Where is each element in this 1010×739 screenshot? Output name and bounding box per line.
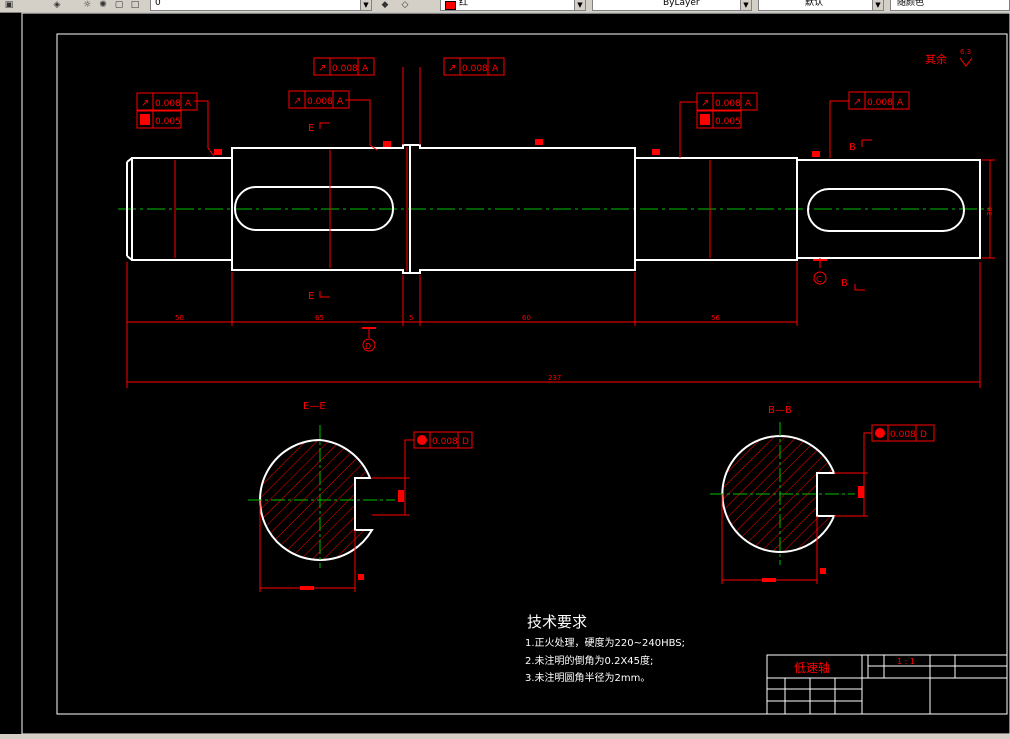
lightbulb-icon[interactable]: ☼ bbox=[82, 0, 92, 10]
tol-datum: A bbox=[337, 97, 344, 107]
tol-symbol: ↗ bbox=[701, 98, 709, 109]
section-e-view: 0.008 D bbox=[248, 425, 473, 592]
status-bar bbox=[0, 734, 1010, 739]
make-current-layer-icon[interactable]: ◆ bbox=[381, 0, 389, 10]
shaft-outline bbox=[126, 144, 981, 274]
roughness-symbol-icon bbox=[959, 57, 973, 67]
linetype-select[interactable]: ByLayer ▼ bbox=[592, 0, 752, 11]
section-b-view: 0.008 D bbox=[710, 422, 935, 584]
chevron-down-icon: ▼ bbox=[360, 0, 371, 10]
tech-item-1: 1.正火处理，硬度为220~240HBS; bbox=[525, 636, 685, 649]
datum-d-label: D bbox=[365, 342, 371, 351]
datum-c-circle bbox=[813, 271, 827, 285]
dim-65: 65 bbox=[315, 314, 324, 322]
red-swatch-icon bbox=[445, 1, 456, 10]
color-value: 红 bbox=[459, 0, 469, 8]
dimension-texts: 50 65 5 60 56 237 30 bbox=[175, 207, 994, 382]
tol-datum: A bbox=[185, 99, 192, 109]
tol-value: 0.008 bbox=[307, 97, 333, 107]
inner-frame bbox=[56, 33, 1008, 715]
cyl-tol-value: 0.005 bbox=[715, 117, 741, 127]
section-mark-b-top: B bbox=[849, 142, 856, 153]
sun-icon[interactable]: ✺ bbox=[99, 0, 107, 10]
dim-60: 60 bbox=[522, 314, 531, 322]
datum-c-label: C bbox=[816, 275, 822, 284]
roughness-marks bbox=[214, 139, 820, 157]
layer-select[interactable]: 0 ▼ bbox=[150, 0, 372, 11]
tol-datum: A bbox=[362, 64, 369, 74]
tol-symbol: ↗ bbox=[853, 97, 861, 108]
tol-value: 0.008 bbox=[867, 98, 893, 108]
section-e-tol-datum: D bbox=[462, 437, 469, 447]
scale-value: 1 : 1 bbox=[897, 657, 915, 666]
part-name: 低速轴 bbox=[794, 660, 830, 675]
dim-50: 50 bbox=[175, 314, 184, 322]
dim-56: 56 bbox=[711, 314, 720, 322]
cyl-tol-value: 0.005 bbox=[155, 117, 181, 127]
layer-value: 0 bbox=[155, 0, 161, 8]
tol-value: 0.008 bbox=[155, 99, 181, 109]
tol-symbol: ↗ bbox=[293, 96, 301, 107]
tol-datum: A bbox=[897, 98, 904, 108]
tol-frame-4: ↗ 0.008 A bbox=[443, 57, 505, 76]
tol-frame-5: ↗ 0.008 A 0.005 bbox=[696, 92, 758, 129]
section-b-tol-value: 0.008 bbox=[890, 430, 916, 440]
chevron-down-icon: ▼ bbox=[740, 0, 751, 10]
section-b-title: B—B bbox=[768, 405, 792, 416]
datum-d-circle bbox=[362, 338, 376, 352]
lineweight-value: 默认 bbox=[805, 0, 824, 8]
tol-value: 0.008 bbox=[715, 99, 741, 109]
lineweight-select[interactable]: 默认 ▼ bbox=[758, 0, 884, 11]
linetype-value: ByLayer bbox=[663, 0, 700, 8]
tol-frame-2: ↗ 0.008 A bbox=[288, 90, 350, 109]
section-e-tol-value: 0.008 bbox=[432, 437, 458, 447]
tol-value: 0.008 bbox=[332, 64, 358, 74]
chevron-down-icon: ▼ bbox=[872, 0, 883, 10]
tol-frame-1: ↗ 0.008 A 0.005 bbox=[136, 92, 198, 129]
section-mark-b-bottom: B bbox=[841, 278, 848, 289]
tol-datum: A bbox=[492, 64, 499, 74]
lock-icon[interactable]: ▢ bbox=[114, 0, 124, 10]
section-b-tol-datum: D bbox=[920, 430, 927, 440]
plotstyle-value: 随颜色 bbox=[897, 0, 925, 8]
tol-frame-6: ↗ 0.008 A bbox=[848, 91, 910, 110]
section-e-title: E—E bbox=[303, 401, 326, 412]
section-arrows bbox=[319, 122, 872, 298]
dimension-lines bbox=[126, 67, 995, 388]
tol-symbol: ↗ bbox=[318, 63, 326, 74]
color-swatch-icon: □ bbox=[130, 0, 140, 10]
section-mark-e-top: E bbox=[308, 123, 314, 134]
tol-symbol: ↗ bbox=[141, 98, 149, 109]
dim-right: 30 bbox=[986, 207, 994, 216]
layer-previous-icon[interactable]: ◇ bbox=[401, 0, 409, 10]
left-edge bbox=[0, 13, 22, 739]
section-markers: E E B B bbox=[308, 123, 856, 302]
tech-item-2: 2.未注明的倒角为0.2X45度; bbox=[525, 654, 653, 667]
tol-value: 0.008 bbox=[462, 64, 488, 74]
tolerance-frames: ↗ 0.008 A 0.005 ↗ 0.008 A ↗ 0.008 A bbox=[136, 57, 910, 129]
dim-5: 5 bbox=[409, 314, 413, 322]
tech-title: 技术要求 bbox=[527, 613, 587, 631]
tol-datum: A bbox=[745, 99, 752, 109]
chevron-down-icon: ▼ bbox=[574, 0, 585, 10]
tech-item-3: 3.未注明圆角半径为2mm。 bbox=[525, 671, 650, 684]
tol-frame-3: ↗ 0.008 A bbox=[313, 57, 375, 76]
tol-symbol: ↗ bbox=[448, 63, 456, 74]
surface-value: 6.3 bbox=[960, 48, 971, 56]
title-block bbox=[766, 654, 1008, 715]
toolbar: ▣ ◈ ☼ ✺ ▢ □ 0 ▼ ◆ ◇ 红 ▼ ByLayer ▼ 默认 ▼ 随… bbox=[0, 0, 1010, 13]
dim-total: 237 bbox=[548, 374, 561, 382]
save-icon[interactable]: ▣ bbox=[4, 0, 14, 10]
surface-note: 其余 bbox=[925, 52, 947, 66]
layer-manager-icon[interactable]: ◈ bbox=[53, 0, 61, 10]
color-select[interactable]: 红 ▼ bbox=[440, 0, 586, 11]
section-mark-e-bottom: E bbox=[308, 291, 314, 302]
